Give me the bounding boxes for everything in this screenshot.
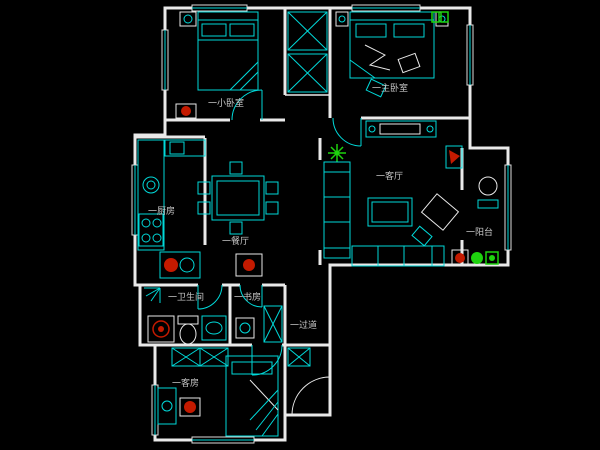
room-label-kitchen: 一厨房 (148, 205, 175, 217)
room-balcony: 一阳台 (466, 176, 499, 265)
room-bathroom: 一卫生间 (144, 287, 227, 345)
bed-small (197, 11, 259, 91)
shoe-cabinet (287, 347, 311, 367)
room-label-balcony: 一阳台 (466, 226, 493, 238)
toilet (177, 315, 199, 345)
balcony-plants (471, 251, 499, 265)
door-master-bedroom (332, 117, 362, 147)
room-kitchen: 一厨房 (137, 139, 206, 279)
kitchen-sink (142, 176, 160, 194)
room-hallway: 一过道 (287, 319, 317, 367)
room-label-guest-bedroom: 一客房 (172, 377, 199, 389)
room-master-bedroom: 一主卧室 (335, 11, 449, 98)
window-guest-bedroom-left (151, 384, 159, 436)
exterior-walls (133, 6, 510, 442)
doors (197, 89, 362, 416)
wardrobe-column (287, 11, 328, 93)
sofa-bottom (351, 245, 445, 267)
guest-closet (171, 347, 229, 367)
nightstand-master-right (435, 11, 449, 27)
study-chair (235, 317, 255, 339)
door-entry (291, 376, 331, 416)
dresser-small-bedroom (175, 103, 197, 119)
room-label-bathroom: 一卫生间 (168, 291, 204, 303)
standing-ac-unit (445, 145, 463, 169)
kitchen-stove (138, 213, 164, 247)
ottoman-master (365, 78, 387, 98)
interior-walls (135, 8, 470, 440)
room-label-master-bedroom: 一主卧室 (372, 82, 408, 94)
coffee-table (367, 197, 413, 227)
window-small-bedroom-left (161, 29, 169, 91)
room-label-study: 一书房 (234, 291, 261, 303)
room-guest-bedroom: 一客房 (157, 347, 279, 437)
window-guest-bedroom-bottom (191, 436, 255, 444)
room-label-small-bedroom: 一小卧室 (208, 97, 244, 109)
window-small-bedroom-top (191, 4, 248, 12)
corner-cabinet (451, 249, 469, 267)
room-study: 一书房 (234, 291, 283, 343)
nightstand-small-bedroom (179, 11, 197, 27)
windows (131, 4, 512, 444)
door-guest-bedroom (251, 344, 283, 376)
door-bathroom (197, 284, 223, 310)
closet-box-upper (287, 11, 328, 51)
room-label-dining: 一餐厅 (222, 235, 249, 247)
dining-floor-drain (235, 253, 263, 277)
room-label-living: 一客厅 (376, 170, 403, 182)
tv-console (365, 120, 437, 138)
armchair (411, 193, 460, 247)
window-kitchen-left (131, 164, 139, 236)
closet-box-lower (287, 53, 328, 93)
dresser-guest (157, 387, 177, 425)
room-small-bedroom: 一小卧室 (175, 11, 259, 119)
plant-icon (328, 144, 346, 162)
bathroom-sink (201, 315, 227, 341)
sofa-left (323, 161, 351, 259)
vent-fan-icon (144, 287, 161, 303)
study-closet (263, 305, 283, 343)
window-master-bedroom-top (351, 4, 421, 12)
kitchen-counter (137, 139, 206, 251)
room-dining: 一餐厅 (197, 161, 279, 277)
ac-unit-icon (431, 11, 449, 23)
nightstand-master-left (335, 11, 349, 27)
window-master-bedroom-right (466, 24, 474, 86)
bed-guest (225, 355, 279, 437)
balcony-chair (477, 176, 499, 209)
room-living: 一客厅 (323, 144, 469, 267)
dining-chairs (197, 161, 279, 235)
nightstand-guest (179, 397, 201, 417)
kitchen-appliance-box (159, 251, 201, 279)
window-balcony-right (504, 164, 512, 251)
washing-machine (147, 315, 175, 343)
room-label-hallway: 一过道 (290, 319, 317, 331)
bed-master (349, 11, 435, 79)
door-study (239, 284, 263, 308)
dining-table (211, 175, 265, 221)
